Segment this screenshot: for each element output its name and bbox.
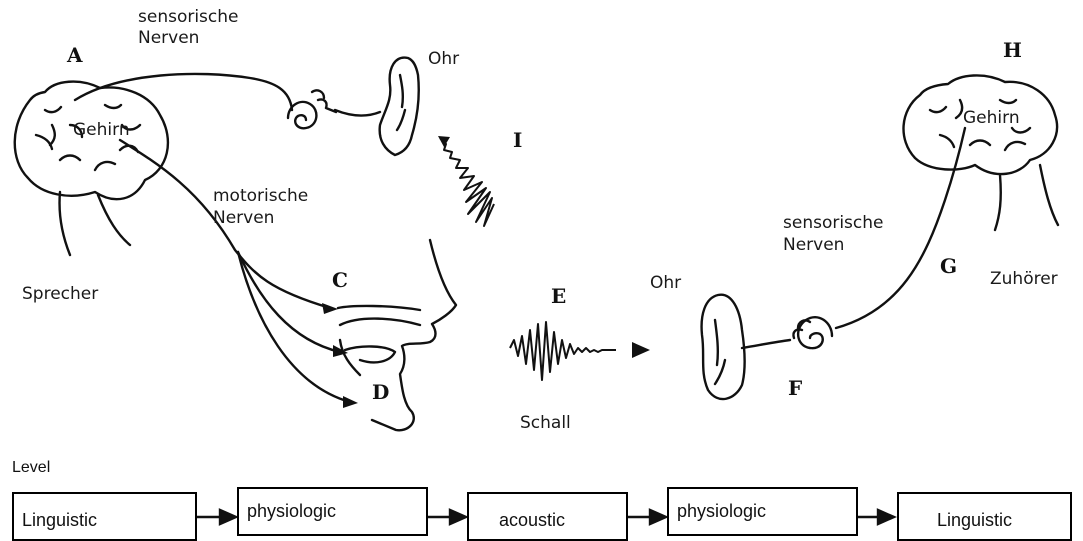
level-box-physiologic-listener: physiologic — [667, 487, 858, 536]
letter-a: A — [67, 43, 83, 67]
letter-c: C — [332, 268, 348, 292]
label-motor-line2: Nerven — [213, 207, 308, 229]
arrowhead-c — [322, 303, 338, 314]
label-motor-line1: motorische — [213, 185, 308, 207]
ear-right-icon — [702, 295, 832, 399]
label-brain-listener: Gehirn — [963, 108, 1020, 128]
speaker-face-icon — [338, 240, 456, 430]
arrowhead-d — [343, 396, 358, 408]
label-sound: Schall — [520, 413, 571, 433]
level-label: Level — [12, 459, 50, 477]
label-sensory-right-line2: Nerven — [783, 234, 884, 256]
label-sensory-right-line1: sensorische — [783, 212, 884, 234]
level-box-acoustic: acoustic — [467, 492, 628, 541]
label-sensory-nerves-right: sensorische Nerven — [783, 212, 884, 256]
sound-wave-e-arrowhead — [632, 342, 650, 358]
letter-f: F — [788, 376, 802, 400]
sound-wave-i-arrowhead — [438, 136, 450, 147]
letter-e: E — [551, 284, 566, 308]
level-box-linguistic-speaker: Linguistic — [12, 492, 197, 541]
sound-wave-i — [440, 138, 494, 226]
label-sensory-nerves-top: sensorische Nerven — [138, 7, 239, 49]
sensory-nerve-top — [75, 74, 292, 110]
listener-brain-icon — [904, 75, 1058, 230]
ear-top-icon — [288, 58, 419, 155]
label-speaker: Sprecher — [22, 284, 98, 304]
label-sensory-line2: Nerven — [138, 28, 239, 49]
label-listener: Zuhörer — [990, 269, 1058, 289]
letter-d: D — [372, 380, 389, 404]
sound-wave-e — [510, 322, 616, 380]
label-brain-speaker: Gehirn — [73, 120, 130, 140]
letter-i: I — [513, 128, 522, 152]
label-sensory-line1: sensorische — [138, 7, 239, 28]
letter-h: H — [1003, 38, 1022, 62]
label-motor-nerves: motorische Nerven — [213, 185, 308, 229]
label-ear-right: Ohr — [650, 273, 681, 293]
letter-g: G — [940, 254, 957, 278]
level-box-physiologic-speaker: physiologic — [237, 487, 428, 536]
speaker-brain-icon — [15, 82, 168, 255]
level-box-linguistic-listener: Linguistic — [897, 492, 1072, 541]
label-ear-top: Ohr — [428, 49, 459, 69]
